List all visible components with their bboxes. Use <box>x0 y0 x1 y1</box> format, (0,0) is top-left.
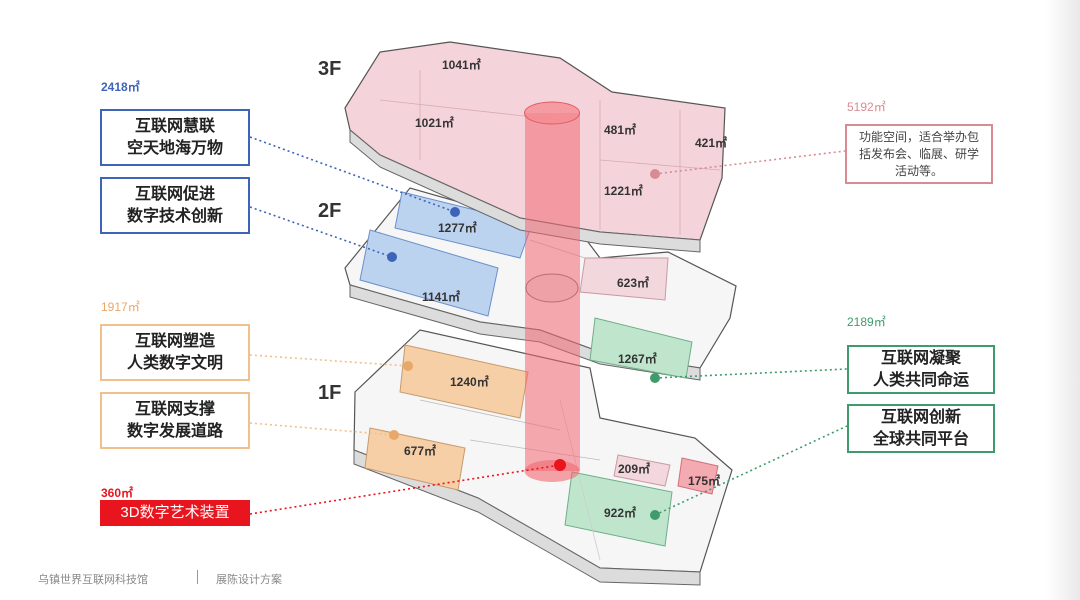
footer-divider <box>197 570 198 584</box>
room-area-922: 922㎡ <box>604 506 637 520</box>
room-area-1141: 1141㎡ <box>422 290 461 304</box>
label-box-blue-1: 互联网慧联 空天地海万物 <box>100 109 250 166</box>
room-area-623: 623㎡ <box>617 276 650 290</box>
label-box-blue-2: 互联网促进 数字技术创新 <box>100 177 250 234</box>
room-area-1277: 1277㎡ <box>438 221 477 235</box>
room-area-481: 481㎡ <box>604 123 637 137</box>
room-area-1021: 1021㎡ <box>415 116 454 130</box>
room-area-209: 209㎡ <box>618 462 651 476</box>
label-box-green-2: 互联网创新 全球共同平台 <box>847 404 995 453</box>
room-area-677: 677㎡ <box>404 444 437 458</box>
label-box-pink: 功能空间，适合举办包 括发布会、临展、研学 活动等。 <box>845 124 993 184</box>
label-box-green-1: 互联网凝聚 人类共同命运 <box>847 345 995 394</box>
room-area-175: 175㎡ <box>688 474 721 488</box>
room-area-1240: 1240㎡ <box>450 375 489 389</box>
room-area-1041: 1041㎡ <box>442 58 481 72</box>
page-edge-shadow <box>1046 0 1080 600</box>
label-box-orange-2: 互联网支撑 数字发展道路 <box>100 392 250 449</box>
room-area-421: 421㎡ <box>695 136 728 150</box>
zone-area-red: 360㎡ <box>101 486 134 500</box>
footer-doc-title: 展陈设计方案 <box>216 574 282 586</box>
zone-area-green: 2189㎡ <box>847 315 886 329</box>
room-area-1221: 1221㎡ <box>604 184 643 198</box>
footer-venue-title: 乌镇世界互联网科技馆 <box>38 574 148 586</box>
zone-area-orange: 1917㎡ <box>101 300 140 314</box>
zone-area-pink: 5192㎡ <box>847 100 886 114</box>
label-box-red: 3D数字艺术装置 <box>100 500 250 526</box>
marker-dots <box>387 169 660 520</box>
floor-label-1f: 1F <box>318 382 342 404</box>
leader-lines <box>249 136 848 516</box>
floor-label-2f: 2F <box>318 200 342 222</box>
zone-area-blue: 2418㎡ <box>101 80 140 94</box>
room-area-1267: 1267㎡ <box>618 352 657 366</box>
central-atrium-cylinder <box>524 101 580 482</box>
label-box-orange-1: 互联网塑造 人类数字文明 <box>100 324 250 381</box>
floor-label-3f: 3F <box>318 58 342 80</box>
